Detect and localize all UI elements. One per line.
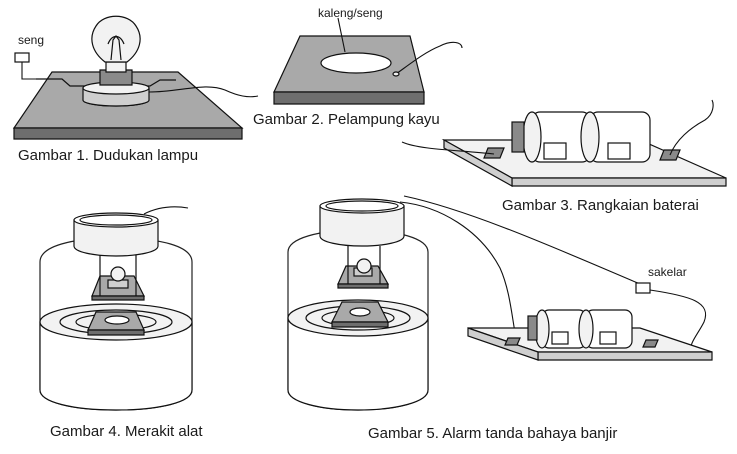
fig5-flood-alarm [287,195,713,411]
label-kaleng-seng: kaleng/seng [318,6,383,20]
caption-fig4: Gambar 4. Merakit alat [50,423,203,440]
fig3-battery-circuit [401,99,727,188]
fig2-wooden-float [273,17,463,105]
lamp-bulb-icon [91,15,141,63]
label-seng: seng [18,33,45,47]
fig4-assembly [39,206,193,411]
battery-icon [522,111,651,163]
caption-fig2: Gambar 2. Pelampung kayu [253,111,440,128]
switch-icon [635,282,651,294]
label-sakelar: sakelar [648,265,687,279]
water-jar-icon [39,237,193,411]
fig1-lamp-stand [12,15,259,140]
caption-fig1: Gambar 1. Dudukan lampu [18,147,199,164]
caption-fig5: Gambar 5. Alarm tanda bahaya banjir [368,425,618,442]
caption-fig3: Gambar 3. Rangkaian baterai [502,197,699,214]
